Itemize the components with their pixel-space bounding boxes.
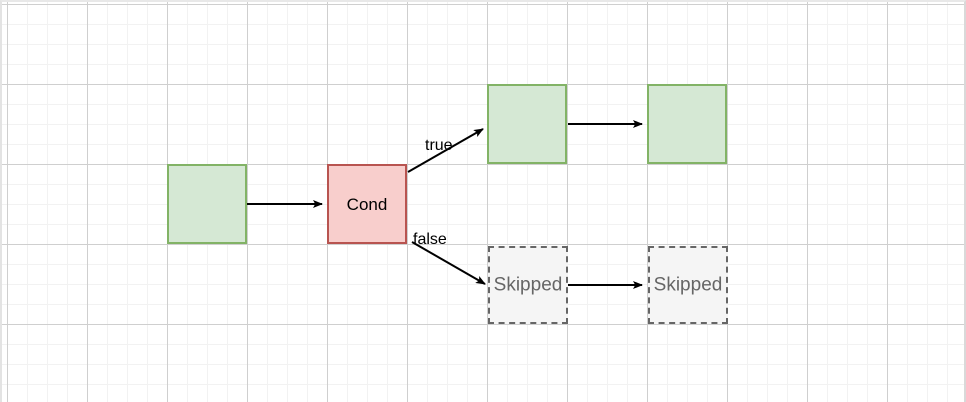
node-true-branch-1[interactable] bbox=[487, 84, 567, 164]
node-skipped-2[interactable]: Skipped bbox=[648, 246, 728, 324]
edge-cond-to-false-branch bbox=[411, 241, 486, 285]
node-start[interactable] bbox=[167, 164, 247, 244]
node-true-branch-2[interactable] bbox=[647, 84, 727, 164]
node-cond[interactable]: Cond bbox=[327, 164, 407, 244]
node-skipped-2-label: Skipped bbox=[653, 274, 723, 296]
node-cond-label: Cond bbox=[346, 194, 388, 214]
node-skipped-1[interactable]: Skipped bbox=[488, 246, 568, 324]
edge-label-false: false bbox=[413, 231, 447, 248]
edge-label-true: true bbox=[425, 137, 453, 154]
node-skipped-1-label: Skipped bbox=[493, 274, 563, 296]
